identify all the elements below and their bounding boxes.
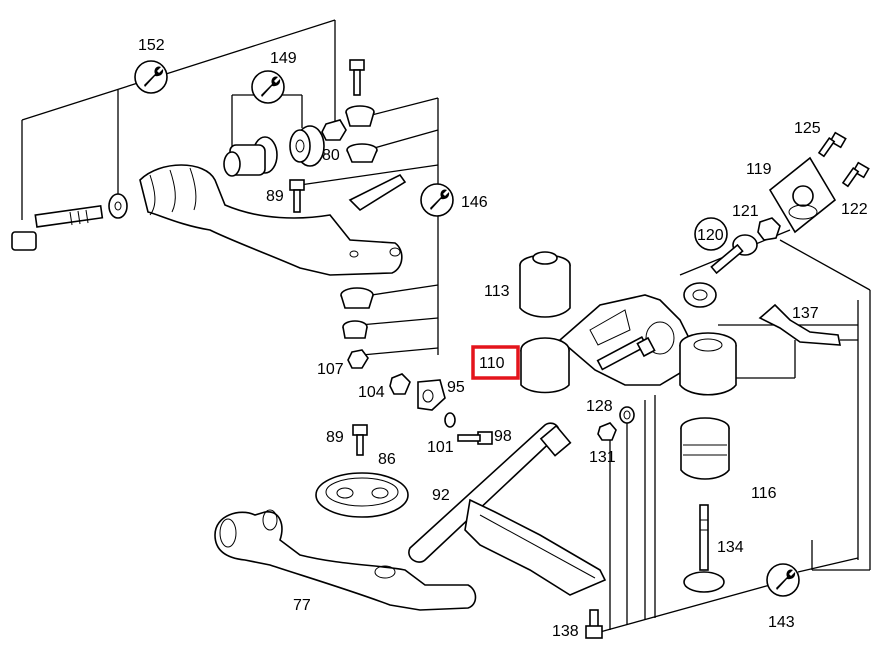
mount-plate-119: [768, 156, 837, 234]
bolt-122: [841, 161, 870, 188]
circle-120: [694, 217, 728, 251]
bushing-116: [680, 417, 730, 480]
bolt-89a: [289, 179, 305, 213]
washer-left: [108, 193, 128, 219]
label-146: 146: [461, 194, 488, 211]
label-104: 104: [358, 384, 385, 401]
bolt-98: [457, 431, 493, 445]
label-89b: 89: [326, 429, 344, 446]
label-120: 120: [697, 227, 724, 244]
wrench-icon: [134, 60, 168, 94]
label-95: 95: [447, 379, 465, 396]
lower-control-arm: [214, 511, 477, 611]
label-80: 80: [322, 147, 340, 164]
bolt-134: [683, 504, 725, 593]
wrench-icon: [766, 563, 800, 597]
long-bolt: [11, 204, 104, 251]
bushing-149-left: [223, 136, 278, 177]
label-98: 98: [494, 428, 512, 445]
part-labels: 152 149 80 89 146 107 104 95 101 98 89 8…: [138, 37, 868, 640]
wrench-icon: [420, 183, 454, 217]
bolt-125: [817, 131, 847, 158]
crossmember: [464, 498, 607, 596]
bolt-89b: [352, 424, 368, 456]
label-138: 138: [552, 623, 579, 640]
bracket-137: [758, 303, 841, 346]
label-77: 77: [293, 597, 311, 614]
label-137: 137: [792, 305, 819, 322]
wrench-icon: [251, 70, 285, 104]
label-116: 116: [751, 485, 777, 502]
bushing-113: [519, 251, 571, 318]
engine-mount-bracket: [520, 294, 691, 394]
label-149: 149: [270, 50, 297, 67]
label-110: 110: [479, 355, 505, 372]
label-86: 86: [378, 451, 396, 468]
bushing-right: [679, 332, 737, 396]
bolt-138: [585, 609, 603, 639]
label-122: 122: [841, 201, 868, 218]
label-131: 131: [589, 449, 616, 466]
label-119: 119: [746, 161, 772, 178]
upper-control-arm: [139, 164, 403, 276]
leader-lines: [21, 19, 871, 633]
highlight-box-110: [471, 345, 520, 380]
label-125: 125: [794, 120, 821, 137]
stud-120: [683, 234, 758, 308]
label-134: 134: [717, 539, 744, 556]
spring-seat-86: [315, 472, 409, 518]
through-bolt: [596, 336, 656, 371]
label-113: 113: [484, 283, 510, 300]
label-89a: 89: [266, 188, 284, 205]
parts: [11, 59, 870, 639]
label-128: 128: [586, 398, 613, 415]
bolt-top: [349, 59, 365, 96]
clamp-95: [417, 379, 446, 411]
label-107: 107: [317, 361, 344, 378]
label-101: 101: [427, 439, 454, 456]
label-92: 92: [432, 487, 450, 504]
label-152: 152: [138, 37, 165, 54]
label-121: 121: [732, 203, 759, 220]
bushing-149-right: [289, 125, 325, 167]
label-143: 143: [768, 614, 795, 631]
